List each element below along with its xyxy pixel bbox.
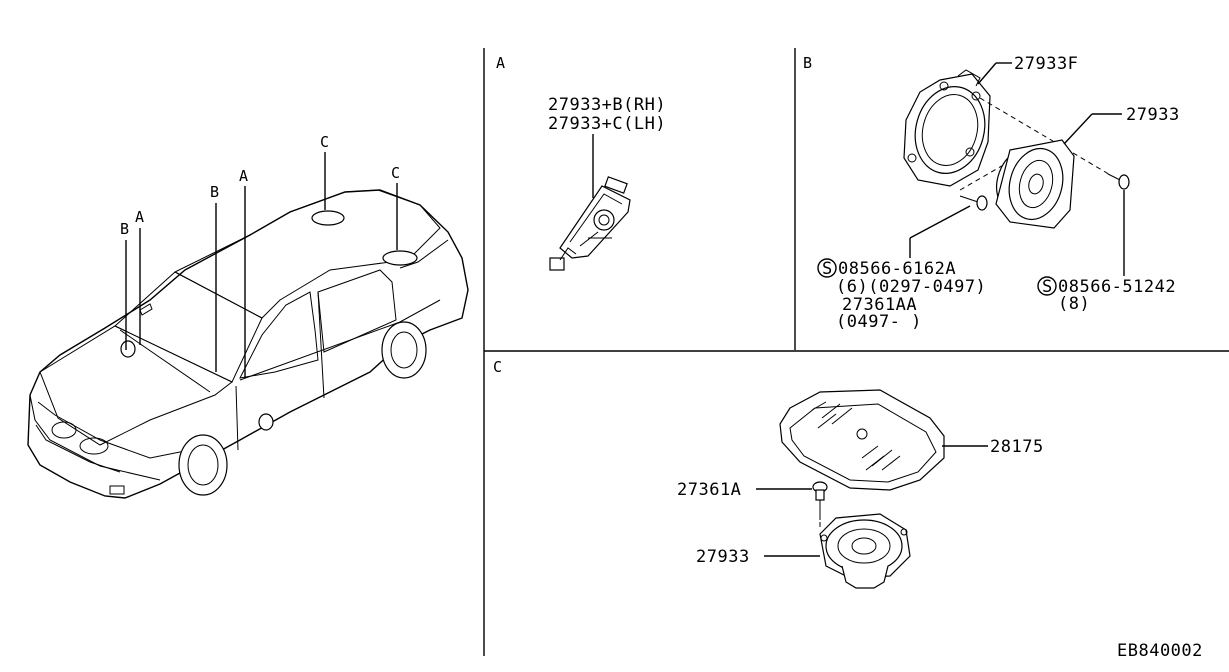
screw1-qty-date: (6)(0297-0497) [836,277,986,297]
speaker-bracket [903,69,991,187]
section-c: C 28175 27361A [493,358,1044,589]
callout-a-door: A [239,167,248,185]
section-a-title: A [496,54,505,72]
speaker-grille [779,389,945,491]
part-28175: 28175 [990,437,1044,457]
panel-dividers [483,48,1229,656]
callout-c-roof-rear: C [391,164,400,182]
screw2-qty: (8) [1058,294,1090,314]
section-b-title: B [803,54,812,72]
section-c-title: C [493,358,502,376]
callout-b-front: B [120,220,129,238]
screw1-symbol: S [822,259,833,279]
rear-speaker [819,513,911,589]
car-callouts: B A B A C C [120,133,400,378]
screw1-alt-date: (0497- ) [836,312,922,332]
section-b: B 27933F 27933 [803,54,1180,332]
section-a: A 27933+B(RH) 27933+C(LH) [496,54,666,271]
car-illustration [27,189,469,499]
part-27933-c: 27933 [696,547,750,567]
part-08566-51242: 08566-51242 [1058,277,1176,297]
part-27933b-rh: 27933+B(RH) [548,95,666,115]
screw2-symbol: S [1042,277,1053,297]
callout-c-roof-front: C [320,133,329,151]
part-27933-b: 27933 [1126,105,1180,125]
door-speaker [995,139,1075,229]
diagram-code: EB840002 [1117,641,1203,661]
part-27361a: 27361A [677,480,741,500]
tweeter-assembly [549,176,631,271]
callout-b-door: B [210,183,219,201]
part-27933f: 27933F [1014,54,1078,74]
part-27361aa: 27361AA [842,295,917,315]
part-27933c-lh: 27933+C(LH) [548,114,666,134]
screw-right [1107,173,1130,190]
callout-a-front: A [135,208,144,226]
part-08566-6162a: 08566-6162A [838,259,956,279]
screw-left [959,195,988,211]
